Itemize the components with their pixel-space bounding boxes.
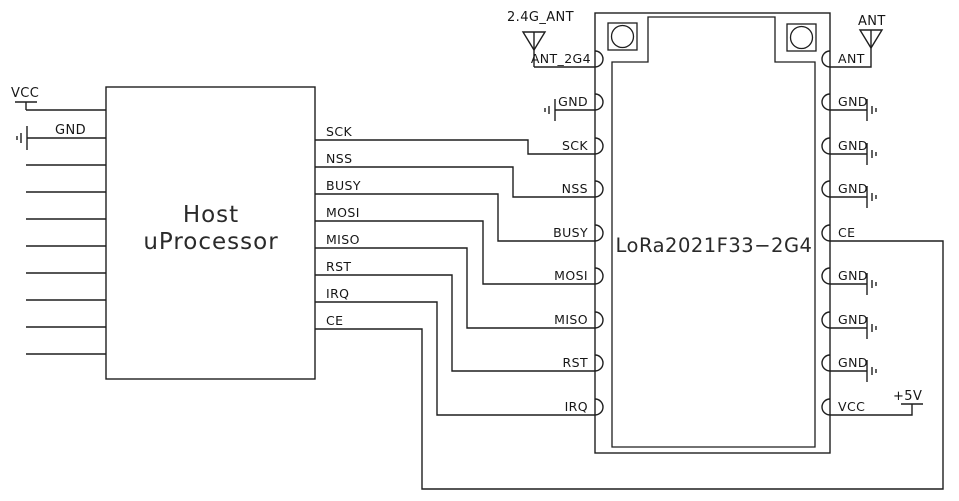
mod-pin-ant2g4: ANT_2G4 <box>531 51 591 66</box>
wire-mosi <box>315 220 595 285</box>
plus5v-label: +5V <box>893 389 922 404</box>
host-unconnected-pins <box>26 164 106 355</box>
antenna-2g4-symbol <box>521 31 595 68</box>
host-processor-box <box>105 86 316 380</box>
wire-rst <box>315 274 595 372</box>
wire-nss <box>315 166 595 198</box>
module-right-ground-symbols <box>830 99 877 382</box>
vcc-label: VCC <box>11 86 39 101</box>
antenna-ant-symbol <box>830 29 884 68</box>
mod-pin-gnd-r3: GND <box>838 181 868 196</box>
mod-pin-nss: NSS <box>562 181 588 196</box>
host-title-line2: uProcessor <box>143 229 278 255</box>
module-left-ground-symbol <box>544 99 595 121</box>
host-pin-irq: IRQ <box>326 286 349 301</box>
mod-pin-vcc: VCC <box>838 399 865 414</box>
host-pin-nss: NSS <box>326 151 352 166</box>
host-pin-mosi: MOSI <box>326 205 360 220</box>
mod-pin-rst: RST <box>563 355 588 370</box>
module-left-pin-bumps <box>594 50 604 416</box>
wire-sck <box>315 139 595 155</box>
host-pin-miso: MISO <box>326 232 360 247</box>
wire-ce <box>315 240 944 490</box>
wire-busy <box>315 193 595 242</box>
host-pin-sck: SCK <box>326 124 352 139</box>
host-title-line1: Host <box>183 202 239 228</box>
vcc-power-symbol <box>15 101 106 111</box>
mod-pin-mosi: MOSI <box>554 268 588 283</box>
mod-pin-ce: CE <box>838 225 855 240</box>
plus5v-power-symbol <box>830 403 923 416</box>
wire-miso <box>315 247 595 329</box>
host-pin-rst: RST <box>326 259 351 274</box>
mod-pin-miso: MISO <box>554 312 588 327</box>
lora-module-inner-outline <box>611 16 816 448</box>
mod-pin-busy: BUSY <box>553 225 588 240</box>
mod-pin-ant: ANT <box>838 51 865 66</box>
host-gnd-label: GND <box>55 123 86 138</box>
module-right-pin-bumps <box>821 50 831 416</box>
antenna-2g4-label: 2.4G_ANT <box>507 10 574 25</box>
mod-pin-gnd-r2: GND <box>838 138 868 153</box>
host-pin-ce: CE <box>326 313 343 328</box>
mod-pin-gnd-r5: GND <box>838 268 868 283</box>
mod-pin-gnd-r6: GND <box>838 312 868 327</box>
mod-pin-gnd-l: GND <box>558 94 588 109</box>
mod-pin-irq: IRQ <box>565 399 588 414</box>
mounting-hole-right <box>786 23 817 52</box>
wire-irq <box>315 301 595 416</box>
module-part-number: LoRa2021F33−2G4 <box>616 234 813 257</box>
antenna-ant-label: ANT <box>858 14 886 29</box>
lora-module-outline <box>594 12 831 454</box>
interconnect-wires <box>315 139 944 490</box>
mounting-hole-left <box>607 22 638 51</box>
host-ground-symbol <box>16 126 106 150</box>
mod-pin-gnd-r1: GND <box>838 94 868 109</box>
host-pin-busy: BUSY <box>326 178 361 193</box>
mod-pin-sck: SCK <box>562 138 588 153</box>
mod-pin-gnd-r7: GND <box>838 355 868 370</box>
